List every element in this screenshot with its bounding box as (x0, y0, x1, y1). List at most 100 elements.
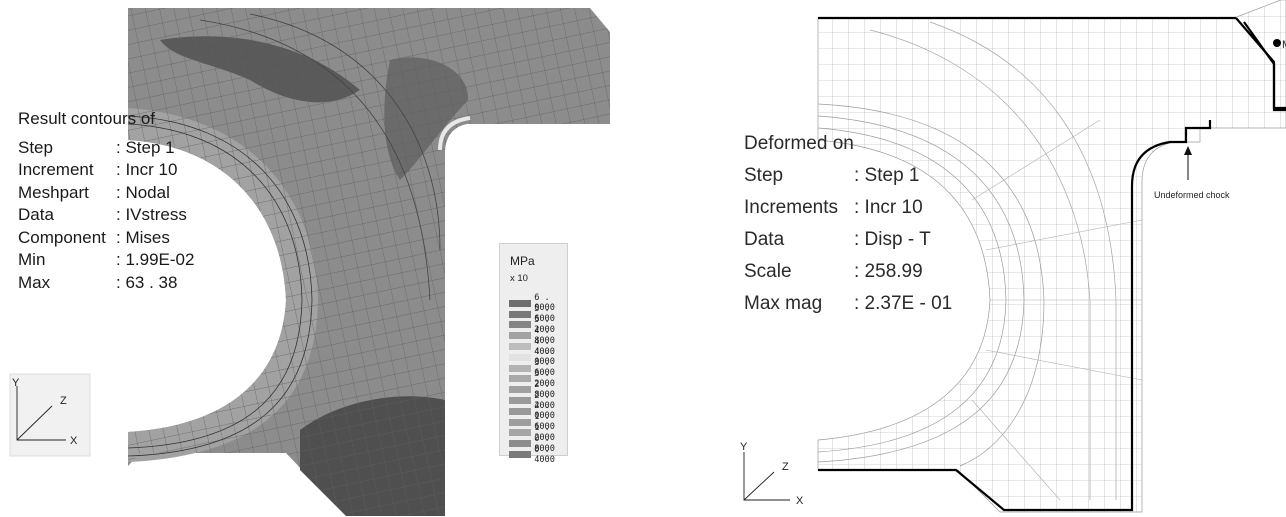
right-info-rows: Step: Step 1 Increments : Incr 10 Data : Dis… (744, 160, 952, 320)
left-axis-x: X (70, 435, 78, 447)
right-info-value: : Disp - T (854, 229, 931, 250)
legend-value: 4 . 8000 (534, 325, 555, 346)
right-info-key: Scale (744, 261, 792, 282)
right-axis-z: Z (782, 461, 789, 473)
left-info-key: Max (18, 272, 51, 292)
legend-entry: 5 . 6000 (509, 304, 567, 324)
legend-swatch (509, 407, 532, 415)
legend-swatch (509, 321, 532, 329)
left-info-row: Data : IVstress (18, 204, 194, 227)
legend-swatch (509, 418, 532, 426)
legend-swatch (509, 310, 532, 318)
legend-swatch (509, 332, 532, 340)
legend-value: 6 . 0000 (534, 293, 555, 314)
left-info-value: : Step 1 (116, 137, 175, 157)
legend-scale: x 10 (510, 273, 528, 284)
legend-entry: 4 . 4000 (509, 337, 567, 357)
legend-value: 5 . 6000 (534, 304, 555, 325)
legend-swatch (509, 364, 532, 372)
legend-value: 1 . 6000 (534, 412, 555, 433)
legend-swatch (509, 386, 532, 394)
left-contour-body (127, 8, 610, 516)
left-info-row: Increment : Incr 10 (18, 159, 194, 182)
left-axis-y: Y (12, 377, 20, 389)
left-info-rows: Step : Step 1 Increment : Incr 10 Meshpart : … (18, 137, 194, 295)
right-info-row: Step: Step 1 (744, 160, 952, 192)
legend-value: 2 . 8000 (534, 379, 555, 400)
left-info-row: Step : Step 1 (18, 137, 194, 160)
legend-entry: 4 . 8000 (509, 326, 567, 346)
right-info-value: : 258.99 (854, 261, 923, 282)
left-info-value: : 1.99E-02 (116, 250, 195, 269)
legend-value: 1 . 2000 (534, 422, 555, 443)
axis-box (9, 373, 91, 457)
right-info-row: Data : Disp - T (744, 224, 952, 256)
legend-swatch (509, 353, 532, 361)
undeformed-chock-label: Undeformed chock (1154, 190, 1230, 200)
left-info-key: Data (18, 205, 54, 224)
right-mesh-arc (817, 103, 1045, 467)
left-mesh-arc (249, 13, 441, 251)
legend-entry: 3 . 6000 (509, 358, 567, 378)
left-info-row: Component: Mises (18, 227, 194, 250)
legend-value: 2 . 0000 (534, 401, 555, 422)
left-info-key: Meshpart (18, 182, 89, 202)
legend-value: 4 . 0000 (534, 347, 555, 368)
left-info-value: : Incr 10 (116, 160, 178, 179)
right-info-value: : Incr 10 (854, 197, 923, 218)
right-mesh-radial (971, 119, 1143, 501)
left-mesh-arc (127, 115, 313, 457)
right-mesh-arc (869, 29, 1091, 500)
legend-swatch (509, 440, 532, 448)
annotation-arrowhead (1184, 146, 1192, 155)
right-mesh-arc (929, 21, 1117, 500)
legend-entry: 3 . 2000 (509, 369, 567, 389)
right-deform-info: Deformed on Step: Step 1 Increments : Incr… (744, 128, 952, 320)
legend-entry: 6 . 0000 (509, 293, 567, 313)
legend-entry: 2 . 0000 (509, 401, 567, 421)
left-info-title: Result contours of (18, 109, 156, 128)
left-info-value: : Mises (116, 227, 170, 247)
legend-swatch (509, 343, 532, 351)
left-info-value: : IVstress (116, 205, 187, 224)
legend-swatch (509, 375, 532, 383)
right-info-title: Deformed on (744, 133, 854, 154)
left-info-key: Increment (18, 160, 94, 179)
left-axis-z: Z (60, 395, 67, 407)
right-info-row: Increments : Incr 10 (744, 192, 952, 224)
right-info-key: Max mag (744, 293, 823, 314)
left-fillet-highlight (438, 116, 471, 151)
right-axis-triad: Y Z X (740, 441, 804, 507)
left-info-row: Min: 1.99E-02 (18, 249, 194, 272)
legend-value: 0 . 4000 (534, 444, 555, 465)
right-axis-x: X (796, 495, 804, 507)
right-info-key: Step (744, 165, 784, 186)
right-info-value: : 2.37E - 01 (854, 293, 953, 314)
left-info-value: : Nodal (116, 182, 170, 202)
legend-entry: 0 . 8000 (509, 434, 567, 454)
legend-entry: 1 . 2000 (509, 423, 567, 443)
left-info-row: Max : 63 . 38 (18, 272, 194, 295)
axis-lines (16, 386, 66, 441)
left-info-key: Step (18, 137, 53, 157)
legend-swatch (509, 429, 532, 437)
legend-value: 4 . 4000 (534, 336, 555, 357)
legend-swatch (509, 451, 532, 459)
right-info-key: Increments (744, 197, 838, 218)
left-info-value: : 63 . 38 (116, 272, 178, 292)
right-info-row: Scale : 258.99 (744, 256, 952, 288)
legend-entry: 5 . 2000 (509, 315, 567, 335)
undeformed-outline-right (1235, 17, 1286, 110)
node-marker (1273, 39, 1281, 47)
right-info-key: Data (744, 229, 785, 250)
legend-value: 2 . 4000 (534, 390, 555, 411)
legend-swatch (509, 397, 532, 405)
legend-entry: 2 . 4000 (509, 391, 567, 411)
legend-entry: 1 . 6000 (509, 412, 567, 432)
legend-value: 5 . 2000 (534, 315, 555, 335)
legend-value: 0 . 8000 (534, 433, 555, 454)
right-body-shape (817, 0, 1286, 513)
